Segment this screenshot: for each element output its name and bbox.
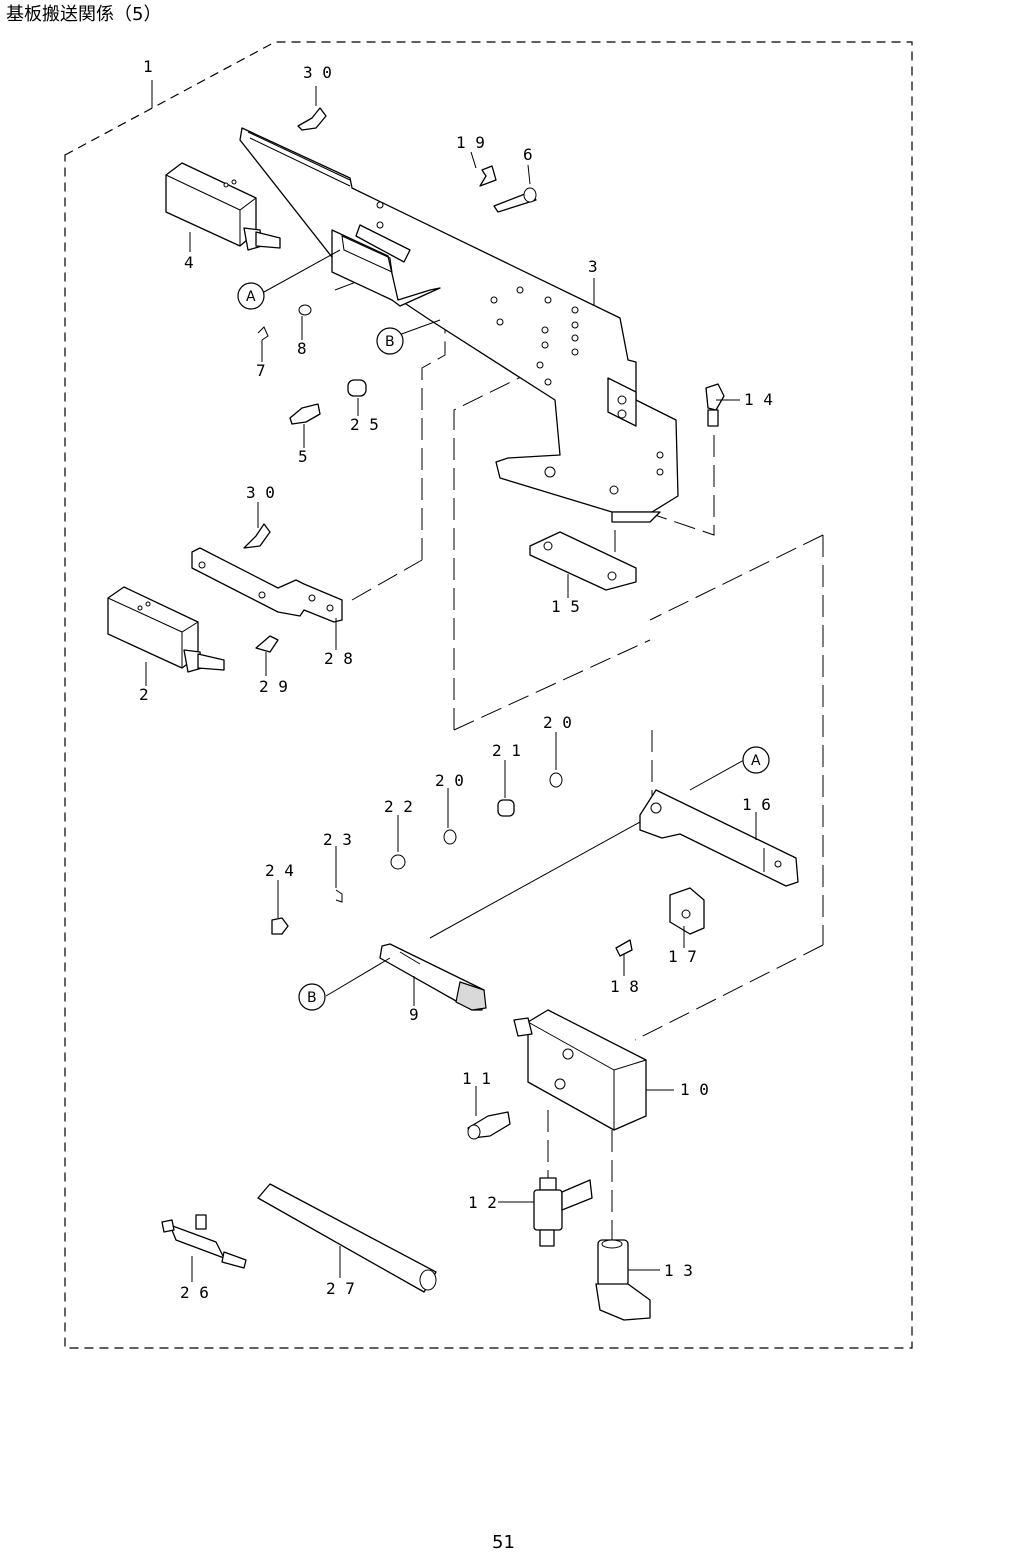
callout-18: 1 8 [610, 977, 639, 996]
callout-22: 2 2 [384, 797, 413, 816]
arm-part-16 [640, 790, 798, 886]
callout-4: 4 [184, 253, 194, 272]
cylinder-part-4 [166, 163, 280, 250]
rod-part-9 [380, 944, 486, 1010]
callout-23: 2 3 [323, 830, 352, 849]
callout-30: 3 0 [303, 63, 332, 82]
callout-10: 1 0 [680, 1080, 709, 1099]
callout-7: 7 [256, 361, 266, 380]
plate-part-15 [530, 532, 636, 590]
callout-9: 9 [409, 1005, 419, 1024]
air-cylinder-part-10 [514, 1010, 646, 1130]
callout-12: 1 2 [468, 1193, 497, 1212]
callout-8: 8 [297, 339, 307, 358]
tube-part-27 [258, 1184, 436, 1292]
callout-2: 2 [139, 685, 149, 704]
callout-20-lower: 2 0 [435, 771, 464, 790]
callout-24: 2 4 [265, 861, 294, 880]
ref-marker-b-top: B [385, 334, 395, 350]
block-part-17 [670, 888, 704, 934]
elbow-fitting-part-13 [596, 1240, 650, 1320]
callout-16: 1 6 [742, 795, 771, 814]
callout-5: 5 [298, 447, 308, 466]
ref-marker-b-bottom: B [307, 990, 317, 1006]
callout-17: 1 7 [668, 947, 697, 966]
callout-14: 1 4 [744, 390, 773, 409]
callout-27: 2 7 [326, 1279, 355, 1298]
callout-3: 3 [588, 257, 598, 276]
page-number: 51 [492, 1532, 515, 1553]
callout-30-lower: 3 0 [246, 483, 275, 502]
callout-28: 2 8 [324, 649, 353, 668]
callout-19: 1 9 [456, 133, 485, 152]
callout-25: 2 5 [350, 415, 379, 434]
callout-15: 1 5 [551, 597, 580, 616]
callout-29: 2 9 [259, 677, 288, 696]
cylinder-part-2 [108, 587, 224, 672]
callout-26: 2 6 [180, 1283, 209, 1302]
callout-11: 1 1 [462, 1069, 491, 1088]
bolt-part-11 [468, 1112, 510, 1139]
callout-21: 2 1 [492, 741, 521, 760]
callout-1: 1 [143, 57, 153, 76]
valve-part-26 [162, 1215, 246, 1268]
callout-13: 1 3 [664, 1261, 693, 1280]
ref-marker-a-bottom: A [751, 753, 761, 769]
callout-20: 2 0 [543, 713, 572, 732]
bracket-part-28 [192, 548, 342, 622]
speed-controller-part-12 [534, 1178, 592, 1246]
callout-6: 6 [523, 145, 533, 164]
assembly-frame [65, 42, 912, 1348]
ref-marker-a-top: A [246, 289, 256, 305]
